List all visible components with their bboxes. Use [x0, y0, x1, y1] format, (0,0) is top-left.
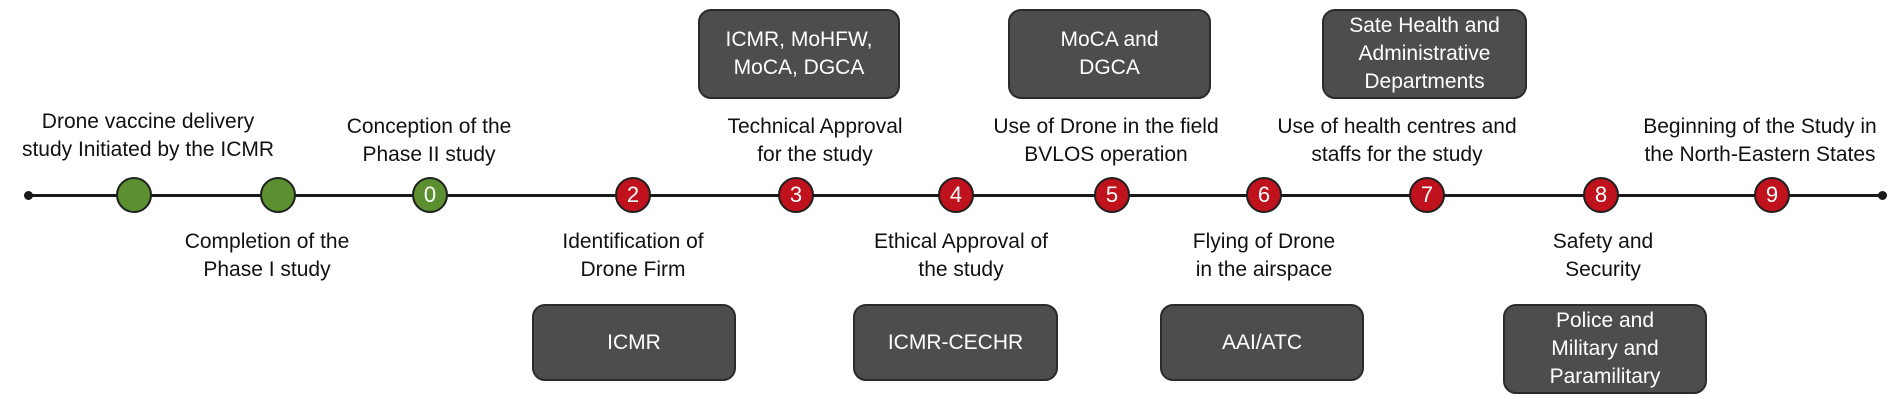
milestone-label-8: Safety and Security — [1552, 230, 1654, 281]
milestone-label-5: Use of Drone in the field BVLOS operatio… — [993, 115, 1219, 166]
agency-box-4: ICMR-CECHR — [853, 304, 1058, 381]
milestone-node-9: 9 — [1754, 177, 1790, 213]
milestone-node-4: 4 — [938, 177, 974, 213]
agency-box-8: Police and Military and Paramilitary — [1503, 304, 1707, 394]
timeline-end-point — [1878, 191, 1887, 200]
milestone-label-phase-one-complete: Completion of the Phase I study — [184, 230, 350, 281]
milestone-node-5: 5 — [1094, 177, 1130, 213]
milestone-node-6: 6 — [1246, 177, 1282, 213]
agency-box-6: AAI/ATC — [1160, 304, 1364, 381]
milestone-node-study-initiated — [116, 177, 152, 213]
milestone-label-3: Technical Approval for the study — [727, 115, 903, 166]
agency-box-7: Sate Health and Administrative Departmen… — [1322, 9, 1527, 99]
agency-box-3: ICMR, MoHFW, MoCA, DGCA — [698, 9, 900, 99]
milestone-label-0: Conception of the Phase II study — [346, 115, 512, 166]
milestone-node-7: 7 — [1409, 177, 1445, 213]
agency-box-2: ICMR — [532, 304, 736, 381]
milestone-label-7: Use of health centres and staffs for the… — [1277, 115, 1517, 166]
milestone-label-4: Ethical Approval of the study — [874, 230, 1048, 281]
milestone-node-phase-one-complete — [260, 177, 296, 213]
milestone-node-8: 8 — [1583, 177, 1619, 213]
milestone-node-0: 0 — [412, 177, 448, 213]
milestone-node-2: 2 — [615, 177, 651, 213]
milestone-node-3: 3 — [778, 177, 814, 213]
milestone-label-2: Identification of Drone Firm — [562, 230, 704, 281]
timeline-start-point — [24, 191, 33, 200]
milestone-label-6: Flying of Drone in the airspace — [1192, 230, 1336, 281]
milestone-label-study-initiated: Drone vaccine delivery study Initiated b… — [21, 110, 275, 161]
milestone-label-9: Beginning of the Study in the North-East… — [1643, 115, 1877, 166]
agency-box-5: MoCA and DGCA — [1008, 9, 1211, 99]
